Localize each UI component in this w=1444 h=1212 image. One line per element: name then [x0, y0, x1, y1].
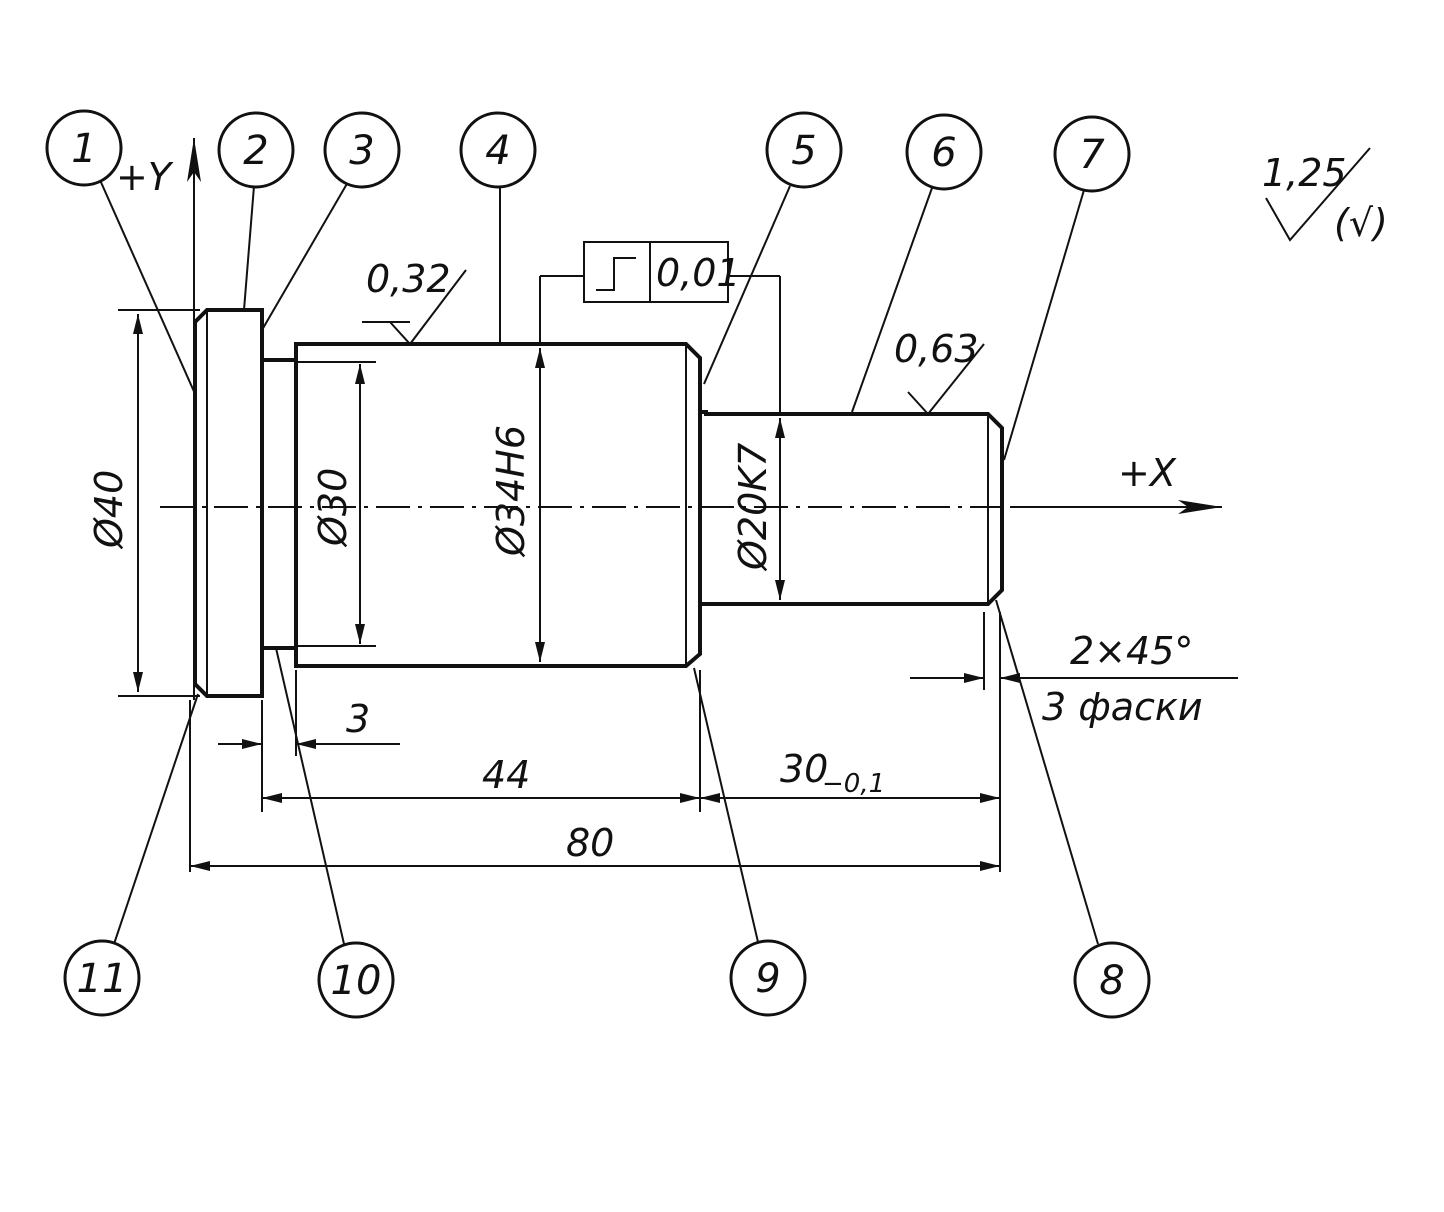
- svg-text:0,32: 0,32: [366, 257, 451, 301]
- leader-lines: [99, 179, 1099, 945]
- callout-9: 9: [729, 939, 807, 1017]
- roughness-mark-2: 0,63: [894, 327, 985, 416]
- callout-4: 4: [459, 111, 537, 189]
- svg-text:11: 11: [77, 956, 128, 1002]
- chamfer-size: 2×45°: [1070, 629, 1193, 673]
- extension-lines: [118, 275, 1001, 872]
- svg-text:7: 7: [1079, 132, 1105, 178]
- x-axis-label: +X: [1118, 451, 1177, 495]
- callout-8: 8: [1073, 941, 1151, 1019]
- svg-text:1: 1: [71, 126, 96, 172]
- svg-text:6: 6: [931, 130, 956, 176]
- dim-text-l30: 30: [780, 747, 828, 791]
- dim-text-l30-tol: −0,1: [822, 769, 885, 799]
- svg-text:4: 4: [485, 128, 510, 174]
- dim-text-d20: Ø20K7: [731, 443, 775, 572]
- runout-symbol-icon: [596, 257, 636, 291]
- roughness-mark-1: 0,32: [362, 257, 467, 346]
- tolerance-frame: 0,01: [583, 241, 741, 303]
- callout-3: 3: [323, 111, 401, 189]
- dim-text-d30: Ø30: [311, 468, 355, 548]
- svg-text:3: 3: [349, 128, 374, 174]
- callout-5: 5: [765, 111, 843, 189]
- dim-text-l3: 3: [346, 697, 370, 741]
- dim-text-l80: 80: [566, 821, 614, 865]
- svg-text:9: 9: [755, 956, 780, 1002]
- dim-text-d40: Ø40: [87, 470, 131, 550]
- svg-text:0,63: 0,63: [894, 327, 979, 371]
- y-axis-label: +Y: [116, 155, 174, 199]
- dim-text-d34: Ø34H6: [489, 425, 533, 558]
- tolerance-value: 0,01: [656, 251, 741, 295]
- callout-2: 2: [217, 111, 295, 189]
- dim-text-l44: 44: [482, 753, 530, 797]
- roughness-general: 1,25 (√): [1262, 147, 1388, 245]
- chamfer-note: 3 фаски: [1042, 685, 1203, 729]
- svg-text:5: 5: [791, 128, 816, 174]
- svg-text:(√): (√): [1334, 201, 1388, 245]
- callout-11: 11: [63, 939, 141, 1017]
- shaft-outline: [193, 308, 1004, 698]
- svg-text:2: 2: [243, 128, 268, 174]
- svg-text:10: 10: [331, 958, 382, 1004]
- callout-7: 7: [1053, 115, 1131, 193]
- svg-text:1,25: 1,25: [1262, 151, 1347, 195]
- svg-text:8: 8: [1099, 958, 1124, 1004]
- callout-1: 1: [45, 109, 123, 187]
- callout-6: 6: [905, 113, 983, 191]
- callout-10: 10: [317, 941, 395, 1019]
